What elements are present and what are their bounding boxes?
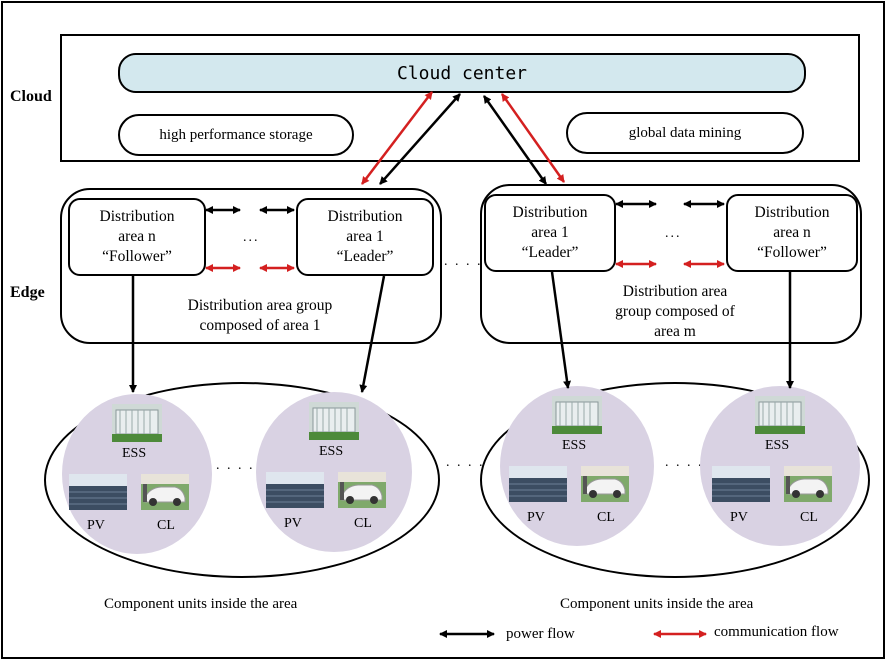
area-label-line: area n (118, 228, 156, 245)
group-ellipsis: ... (665, 226, 682, 241)
charging-load-image (338, 472, 386, 513)
group-caption-line: Distribution area group (187, 297, 333, 314)
component-caption-right: Component units inside the area (560, 596, 754, 612)
component-caption-left: Component units inside the area (104, 596, 298, 612)
group-caption-line: group composed of (615, 303, 735, 320)
ess-label: ESS (562, 438, 587, 453)
downlink-arrow (550, 271, 572, 389)
legend-power-label: power flow (506, 626, 575, 642)
ess-label: ESS (122, 446, 147, 461)
tier-label-edge: Edge (10, 284, 45, 301)
unit-dots: . . . . (216, 458, 255, 473)
pv-image (712, 466, 770, 507)
power-arrow (379, 93, 461, 185)
data-mining-node: global data mining (566, 112, 804, 154)
ess-image (755, 396, 805, 439)
between-units-dots: . . . . (446, 455, 485, 470)
area-label-line: area 1 (531, 224, 569, 241)
storage-node: high performance storage (118, 114, 354, 156)
pv-image (509, 466, 567, 507)
ess-label: ESS (319, 444, 344, 459)
group-caption-line: composed of area 1 (199, 317, 321, 334)
cloud-center-node: Cloud center (118, 53, 806, 93)
area-label-line: Distribution (754, 204, 830, 221)
legend-communication-label: communication flow (714, 624, 839, 640)
area-node-leader: Distribution area 1 “Leader” (296, 198, 434, 276)
group-caption-line: Distribution area (622, 283, 728, 300)
cl-label: CL (597, 510, 615, 525)
charging-load-image (581, 466, 629, 507)
area-node-follower: Distribution area n “Follower” (726, 194, 858, 272)
downlink-arrow (359, 275, 386, 393)
pv-label: PV (527, 510, 545, 525)
area-label-line: area 1 (346, 228, 384, 245)
power-arrow (482, 95, 548, 185)
area-node-leader: Distribution area 1 “Leader” (484, 194, 616, 272)
pv-label: PV (730, 510, 748, 525)
area-label-line: “Follower” (757, 244, 827, 261)
cl-label: CL (354, 516, 372, 531)
pv-image (69, 474, 127, 515)
charging-load-image (141, 474, 189, 515)
area-node-follower: Distribution area n “Follower” (68, 198, 206, 276)
ess-image (552, 396, 602, 439)
tier-label-cloud: Cloud (10, 88, 52, 105)
unit-dots: . . . . (665, 455, 704, 470)
area-label-line: Distribution (99, 208, 175, 225)
ess-image (309, 402, 359, 445)
group-caption: Distribution area group composed of area… (560, 282, 790, 342)
cl-label: CL (800, 510, 818, 525)
group-ellipsis: ... (243, 230, 260, 245)
charging-load-image (784, 466, 832, 507)
group-caption: Distribution area group composed of area… (130, 296, 390, 336)
cl-label: CL (157, 518, 175, 533)
ess-label: ESS (765, 438, 790, 453)
between-groups-dots: . . . . (444, 254, 483, 269)
pv-label: PV (87, 518, 105, 533)
pv-image (266, 472, 324, 513)
pv-label: PV (284, 516, 302, 531)
ess-image (112, 404, 162, 447)
area-label-line: “Follower” (102, 248, 172, 265)
group-caption-line: area m (654, 323, 696, 340)
area-label-line: Distribution (512, 204, 588, 221)
comm-arrow (500, 93, 566, 183)
area-label-line: area n (773, 224, 811, 241)
area-label-line: Distribution (327, 208, 403, 225)
area-label-line: “Leader” (336, 248, 394, 265)
area-label-line: “Leader” (521, 244, 579, 261)
